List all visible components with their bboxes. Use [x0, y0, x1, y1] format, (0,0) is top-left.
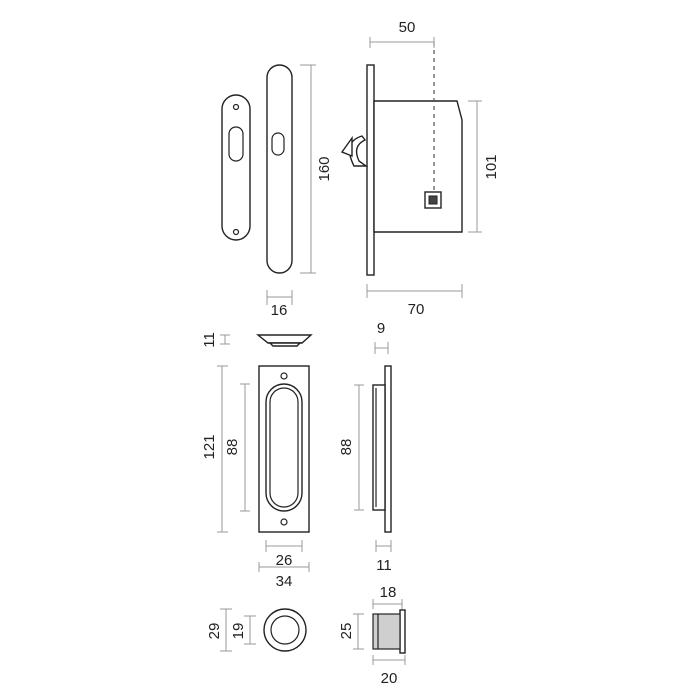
dimension-flush-pull-plate-width: 34 [258, 562, 310, 590]
dim-label-lock-backset: 50 [399, 19, 416, 36]
dim-label-ring-pull-cup-height: 25 [338, 623, 355, 640]
dimension-ring-pull-cup-depth-bottom: 20 [372, 655, 406, 687]
dim-label-ring-pull-cup-depth-top: 18 [380, 584, 397, 601]
ring-pull-front [263, 608, 307, 652]
flush-pull-top-profile [256, 334, 313, 347]
dimension-flush-pull-recess-height: 88 [224, 383, 250, 512]
dimension-flush-pull-side-depth: 9 [374, 320, 389, 354]
dim-label-ring-pull-outer: 29 [206, 623, 223, 640]
dim-label-ring-pull-cup-depth-bottom: 20 [381, 670, 398, 687]
dimension-lock-backset: 50 [369, 19, 435, 48]
dim-label-flush-pull-plate-width: 34 [276, 573, 293, 590]
flush-pull-side [372, 365, 392, 533]
dim-label-flush-pull-side-height: 88 [338, 439, 355, 456]
dimension-lock-depth: 70 [366, 284, 463, 318]
dim-label-lock-body-height: 101 [483, 154, 500, 179]
dimension-flush-pull-side-height: 88 [338, 384, 364, 511]
dimension-flush-pull-recess-width: 26 [265, 540, 303, 569]
dimension-flush-pull-plate-height: 121 [201, 365, 228, 533]
dim-label-flush-pull-recess-width: 26 [276, 552, 293, 569]
dim-label-flush-pull-rim: 11 [201, 332, 218, 348]
dimension-ring-pull-outer: 29 [206, 608, 232, 652]
dimension-lock-plate-width: 16 [266, 290, 293, 319]
dimension-flush-pull-side-bottom: 11 [375, 540, 392, 574]
dimension-ring-pull-inner: 19 [230, 615, 256, 645]
flush-pull-front [258, 365, 310, 533]
dimension-ring-pull-cup-height: 25 [338, 613, 364, 650]
dim-label-flush-pull-recess-height: 88 [224, 439, 241, 456]
dimension-lock-height: 160 [300, 64, 333, 274]
dimension-lock-body-height: 101 [468, 100, 500, 233]
dim-label-lock-height: 160 [316, 156, 333, 181]
ring-pull-side [372, 609, 406, 654]
lock-escutcheon-plate [221, 94, 251, 241]
dimension-flush-pull-rim: 11 [201, 332, 230, 348]
dim-label-flush-pull-side-depth: 9 [377, 320, 385, 337]
dim-label-lock-depth: 70 [408, 301, 425, 318]
dim-label-ring-pull-inner: 19 [230, 623, 247, 640]
dim-label-flush-pull-side-bottom: 11 [376, 557, 392, 574]
dim-label-lock-plate-width: 16 [271, 302, 288, 319]
dim-label-flush-pull-plate-height: 121 [201, 434, 218, 459]
lock-body-side [340, 42, 463, 276]
dimension-ring-pull-cup-depth-top: 18 [372, 584, 403, 609]
lock-faceplate [266, 64, 293, 274]
